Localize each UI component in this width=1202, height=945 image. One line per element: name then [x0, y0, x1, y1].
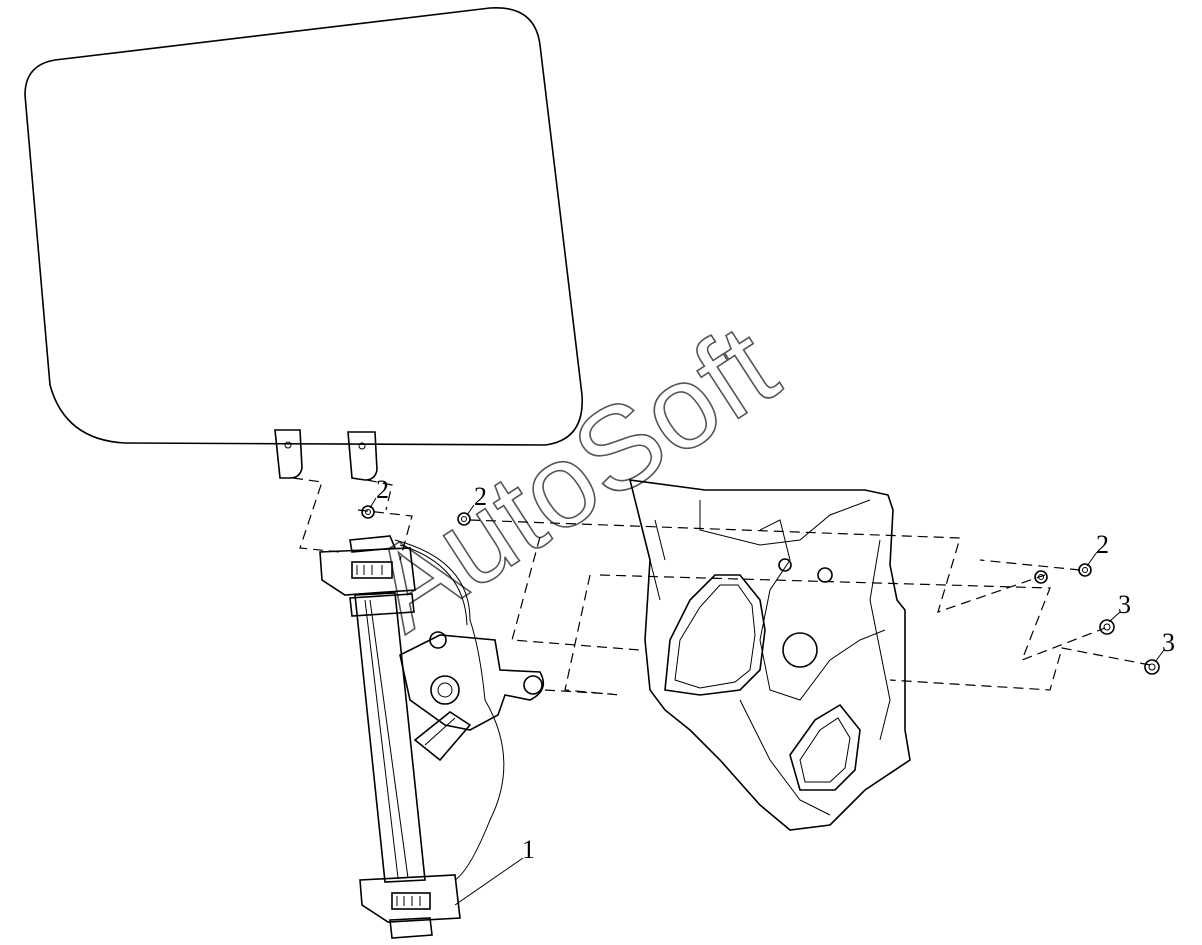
- door-inner-panel: [628, 479, 911, 831]
- window-regulator: [319, 535, 545, 939]
- nut-right-pair: [1034, 563, 1092, 584]
- callout-nut-right: 2: [1096, 530, 1109, 559]
- door-glass: [24, 7, 583, 481]
- watermark: AutoSoft: [347, 300, 799, 657]
- leader-lines: [369, 497, 1165, 906]
- callout-bolt-right-b: 3: [1162, 628, 1175, 657]
- bolt-right-a: [1099, 619, 1115, 635]
- callout-window-regulator: 1: [522, 835, 535, 864]
- callout-bolt-right-a: 3: [1118, 590, 1131, 619]
- bolt-right-b: [1144, 659, 1160, 675]
- nut-left-a: [361, 505, 375, 519]
- nut-left-b: [457, 512, 471, 526]
- callout-nut-left-a: 2: [376, 475, 389, 504]
- callout-nut-left-b: 2: [474, 482, 487, 511]
